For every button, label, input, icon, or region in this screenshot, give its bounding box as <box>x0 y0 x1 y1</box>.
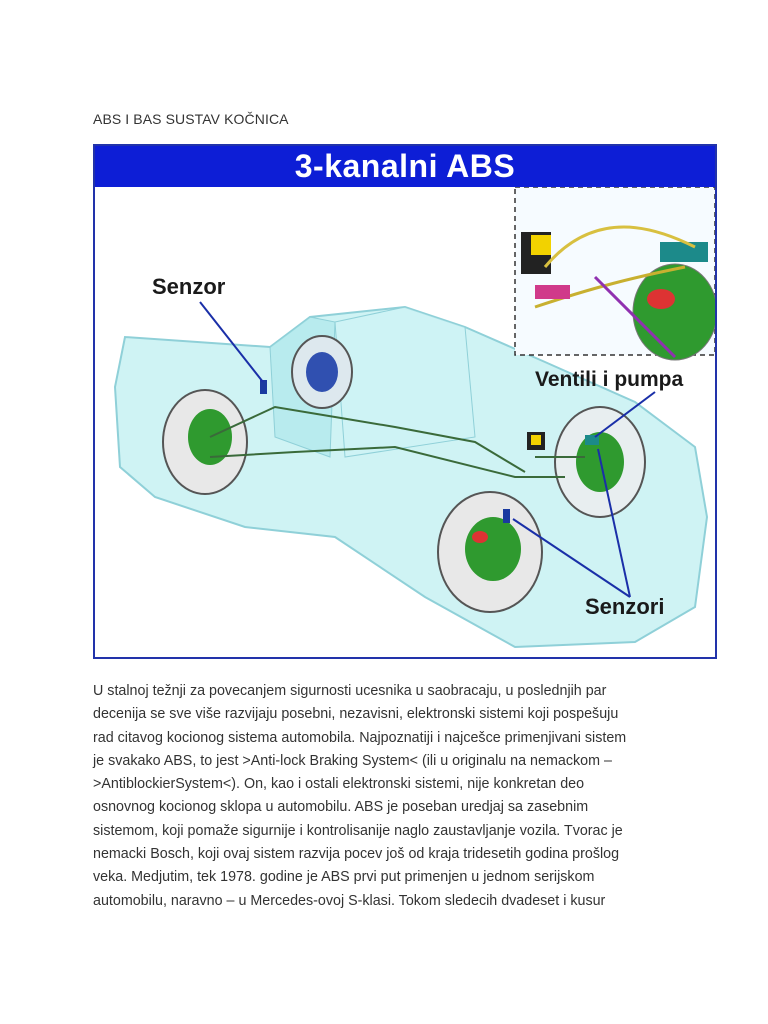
abs-car-illustration <box>113 187 715 649</box>
label-sensor: Senzor <box>152 274 226 299</box>
label-valves-pump: Ventili i pumpa <box>535 368 684 391</box>
paragraph-line: nemacki Bosch, koji ovaj sistem razvija … <box>93 846 620 863</box>
sensor-rear <box>260 380 267 394</box>
abs-hydraulic-unit <box>527 432 545 450</box>
brake-lines <box>209 405 585 478</box>
paragraph-line: sistemom, koji pomaže sigurnije i kontro… <box>93 822 623 839</box>
paragraph-line: >AntiblockierSystem<). On, kao i ostali … <box>93 776 585 793</box>
sensor-front-right <box>585 435 599 445</box>
paragraph-line: osnovnog kocionog sklopa u automobilu. A… <box>93 799 589 816</box>
figure-banner-title: 3-kanalni ABS <box>95 146 715 187</box>
paragraph-line: je svakako ABS, to jest >Anti-lock Braki… <box>93 752 612 769</box>
paragraph-line: U stalnoj težnji za povecanjem sigurnost… <box>93 683 607 699</box>
body-paragraph: U stalnoj težnji za povecanjem sigurnost… <box>93 680 693 913</box>
paragraph-line: decenija se sve više razvijaju posebni, … <box>93 706 619 723</box>
valves-pump-inset <box>514 187 715 361</box>
rear-right-wheel <box>291 335 353 409</box>
front-left-wheel <box>437 491 543 613</box>
page-heading: ABS I BAS SUSTAV KOČNICA <box>93 111 289 127</box>
rear-left-wheel <box>162 389 248 495</box>
paragraph-line: automobilu, naravno – u Mercedes-ovoj S-… <box>93 892 606 909</box>
sensor-front-left <box>503 509 510 523</box>
paragraph-line: rad citavog kocionog sistema automobila.… <box>93 729 627 746</box>
label-sensors: Senzori <box>585 594 665 619</box>
paragraph-line: veka. Medjutim, tek 1978. godine je ABS … <box>93 869 595 886</box>
label-pointer-lines <box>199 301 656 598</box>
abs-diagram-figure: 3-kanalni ABS <box>93 144 717 659</box>
